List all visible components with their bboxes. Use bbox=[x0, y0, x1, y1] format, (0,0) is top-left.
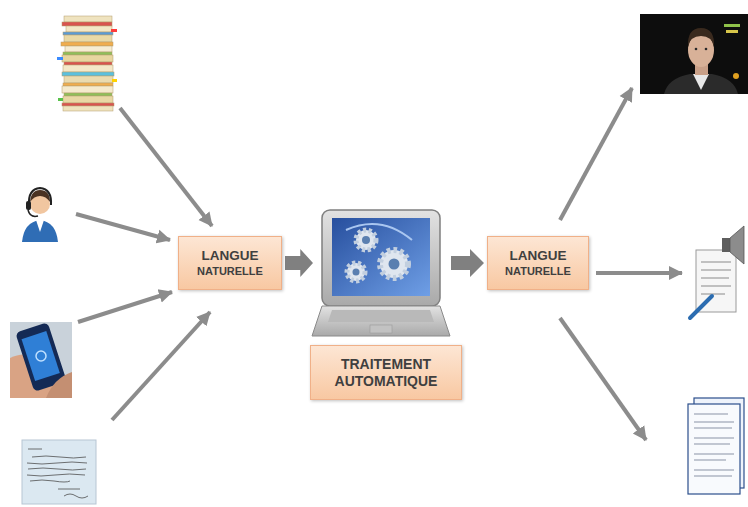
document-stack-icon bbox=[112, 79, 117, 82]
document-stack-icon bbox=[65, 46, 112, 52]
laptop-illustration bbox=[312, 306, 450, 336]
document-stack-icon bbox=[62, 103, 114, 106]
avatar-icon bbox=[724, 24, 740, 27]
phone-icon bbox=[10, 322, 72, 398]
phone-icon bbox=[36, 351, 46, 361]
document-stack-icon bbox=[62, 86, 113, 93]
operator-icon bbox=[22, 220, 58, 242]
laptop-illustration bbox=[353, 269, 360, 276]
laptop-illustration bbox=[380, 250, 408, 278]
avatar-icon bbox=[664, 74, 738, 94]
input-arrow bbox=[120, 108, 212, 226]
speech-document-icon bbox=[730, 226, 744, 264]
avatar-icon bbox=[693, 74, 709, 90]
document-stack-icon bbox=[111, 29, 117, 32]
phone-icon bbox=[22, 331, 60, 381]
letter-icon bbox=[22, 440, 96, 504]
avatar-icon bbox=[695, 48, 698, 51]
operator-icon bbox=[22, 188, 58, 242]
laptop-illustration bbox=[312, 210, 450, 336]
avatar-icon bbox=[733, 73, 739, 79]
phone-icon bbox=[46, 372, 72, 398]
speech-document-icon bbox=[701, 262, 731, 294]
document-stack-icon bbox=[62, 72, 114, 76]
laptop-illustration bbox=[328, 310, 434, 322]
document-stack-icon bbox=[57, 16, 117, 111]
speech-document-icon bbox=[690, 296, 712, 318]
output-arrow bbox=[560, 88, 632, 220]
node-label: LANGUE NATURELLE bbox=[188, 248, 272, 277]
laptop-illustration bbox=[362, 236, 370, 244]
letter-icon bbox=[22, 440, 96, 504]
document-stack-icon bbox=[63, 106, 113, 111]
document-stack-icon bbox=[64, 93, 112, 96]
document-pages-icon bbox=[688, 398, 744, 494]
output-arrow bbox=[560, 318, 646, 440]
speech-document-icon bbox=[690, 226, 744, 318]
input-arrow bbox=[78, 292, 172, 322]
laptop-illustration bbox=[389, 259, 400, 270]
document-stack-icon bbox=[63, 52, 112, 55]
process-box: LANGUE NATURELLE bbox=[487, 236, 589, 290]
caption-box: TRAITEMENT AUTOMATIQUE bbox=[310, 345, 462, 400]
operator-icon bbox=[28, 210, 38, 216]
operator-icon bbox=[36, 220, 44, 232]
document-pages-icon bbox=[694, 414, 734, 476]
document-stack-icon bbox=[63, 96, 113, 103]
speech-document-icon bbox=[722, 238, 730, 252]
laptop-illustration bbox=[347, 263, 365, 281]
process-box: LANGUE NATURELLE bbox=[178, 236, 282, 290]
flow-arrow bbox=[285, 249, 313, 277]
laptop-illustration bbox=[322, 210, 440, 306]
operator-icon bbox=[29, 188, 51, 205]
document-stack-icon bbox=[57, 57, 63, 60]
output-arrow bbox=[596, 271, 682, 275]
document-stack-icon bbox=[61, 42, 113, 46]
document-stack-icon bbox=[64, 16, 112, 22]
document-stack-icon bbox=[64, 76, 113, 83]
document-stack-icon bbox=[58, 98, 63, 101]
document-stack-icon bbox=[63, 83, 113, 86]
document-stack-icon bbox=[63, 32, 113, 35]
document-pages-icon bbox=[688, 404, 740, 494]
document-stack-icon bbox=[66, 26, 112, 32]
node-label: TRAITEMENT AUTOMATIQUE bbox=[320, 356, 452, 390]
document-stack-icon bbox=[64, 62, 112, 65]
document-stack-icon bbox=[62, 22, 112, 26]
computer-node: TRAITEMENT AUTOMATIQUE bbox=[316, 206, 448, 402]
input-arrow bbox=[112, 312, 210, 420]
document-stack-icon bbox=[63, 65, 113, 72]
avatar-icon bbox=[688, 28, 714, 47]
laptop-illustration bbox=[356, 230, 376, 250]
avatar-icon bbox=[705, 48, 708, 51]
phone-icon bbox=[10, 322, 72, 398]
flow-arrow bbox=[451, 249, 484, 277]
operator-icon bbox=[26, 201, 31, 210]
document-stack-icon bbox=[62, 55, 113, 62]
input-arrow bbox=[76, 214, 170, 240]
laptop-illustration bbox=[370, 325, 392, 333]
letter-icon bbox=[27, 449, 88, 498]
speech-document-icon bbox=[696, 250, 736, 312]
avatar-icon bbox=[640, 14, 748, 94]
avatar-icon bbox=[726, 30, 738, 33]
avatar-icon bbox=[640, 14, 748, 94]
node-label: LANGUE NATURELLE bbox=[496, 248, 580, 277]
document-stack-icon bbox=[64, 35, 112, 42]
laptop-illustration bbox=[332, 218, 430, 296]
